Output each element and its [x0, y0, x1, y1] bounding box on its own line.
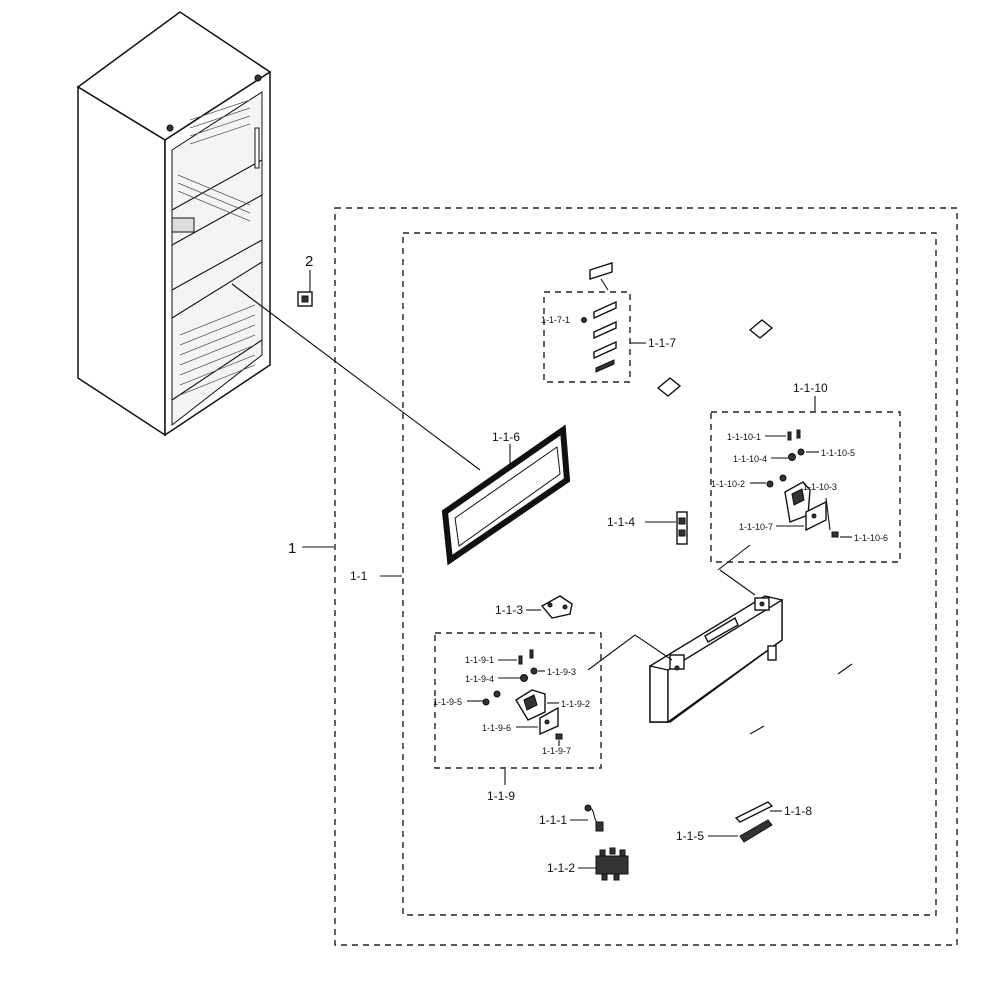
- group-1-1-9-box: [434, 632, 602, 769]
- part-1-1-2: [595, 847, 629, 881]
- assembly-1-1-box: [402, 232, 937, 916]
- part-1-1-3: [540, 595, 573, 619]
- label-1-1-10-6: 1-1-10-6: [854, 533, 888, 543]
- hinge-1-1-9-2: [515, 689, 546, 721]
- hinge-1-1-10-3: [784, 481, 811, 523]
- freezer-door-panel: [649, 595, 783, 724]
- assembly-1-box: [334, 207, 958, 946]
- hinge-part-2: [297, 270, 313, 307]
- part-1-1-5: [739, 819, 773, 843]
- group-1-1-10-box: [710, 411, 901, 563]
- label-1-1: 1-1: [350, 569, 368, 583]
- label-1: 1: [288, 540, 296, 557]
- label-1-1-9-3: 1-1-9-3: [547, 667, 576, 677]
- group-1-1-7-box: [543, 291, 631, 383]
- label-1-1-9-7: 1-1-9-7: [542, 746, 571, 756]
- label-1-1-10-1: 1-1-10-1: [727, 432, 761, 442]
- label-1-1-5: 1-1-5: [676, 829, 704, 843]
- part-1-1-4: [676, 511, 688, 545]
- label-1-1-10-3: 1-1-10-3: [803, 482, 837, 492]
- label-1-1-10-7: 1-1-10-7: [739, 522, 773, 532]
- label-1-1-9: 1-1-9: [487, 789, 515, 803]
- label-1-1-8: 1-1-8: [784, 804, 812, 818]
- refrigerator-cabinet: [76, 11, 272, 437]
- part-1-1-7-strips: [581, 300, 617, 373]
- label-1-1-9-2: 1-1-9-2: [561, 699, 590, 709]
- label-1-1-1: 1-1-1: [539, 813, 567, 827]
- clip-part: [748, 319, 774, 339]
- label-1-1-9-6: 1-1-9-6: [482, 723, 511, 733]
- label-1-1-10-2: 1-1-10-2: [711, 479, 745, 489]
- label-1-1-7-1: 1-1-7-1: [541, 315, 570, 325]
- part-1-1-1: [584, 804, 604, 832]
- label-1-1-9-5: 1-1-9-5: [433, 697, 462, 707]
- label-1-1-10: 1-1-10: [793, 381, 828, 395]
- label-1-1-9-1: 1-1-9-1: [465, 655, 494, 665]
- label-1-1-9-4: 1-1-9-4: [465, 674, 494, 684]
- door-gasket-1-1-6: [441, 424, 571, 566]
- label-1-1-10-4: 1-1-10-4: [733, 454, 767, 464]
- label-2: 2: [305, 253, 313, 270]
- part-1-1-8: [734, 801, 774, 823]
- label-1-1-10-5: 1-1-10-5: [821, 448, 855, 458]
- label-1-1-4: 1-1-4: [607, 515, 635, 529]
- clip-part: [656, 377, 682, 397]
- label-1-1-2: 1-1-2: [547, 861, 575, 875]
- label-1-1-7: 1-1-7: [648, 336, 676, 350]
- label-1-1-6: 1-1-6: [492, 430, 520, 444]
- label-1-1-3: 1-1-3: [495, 603, 523, 617]
